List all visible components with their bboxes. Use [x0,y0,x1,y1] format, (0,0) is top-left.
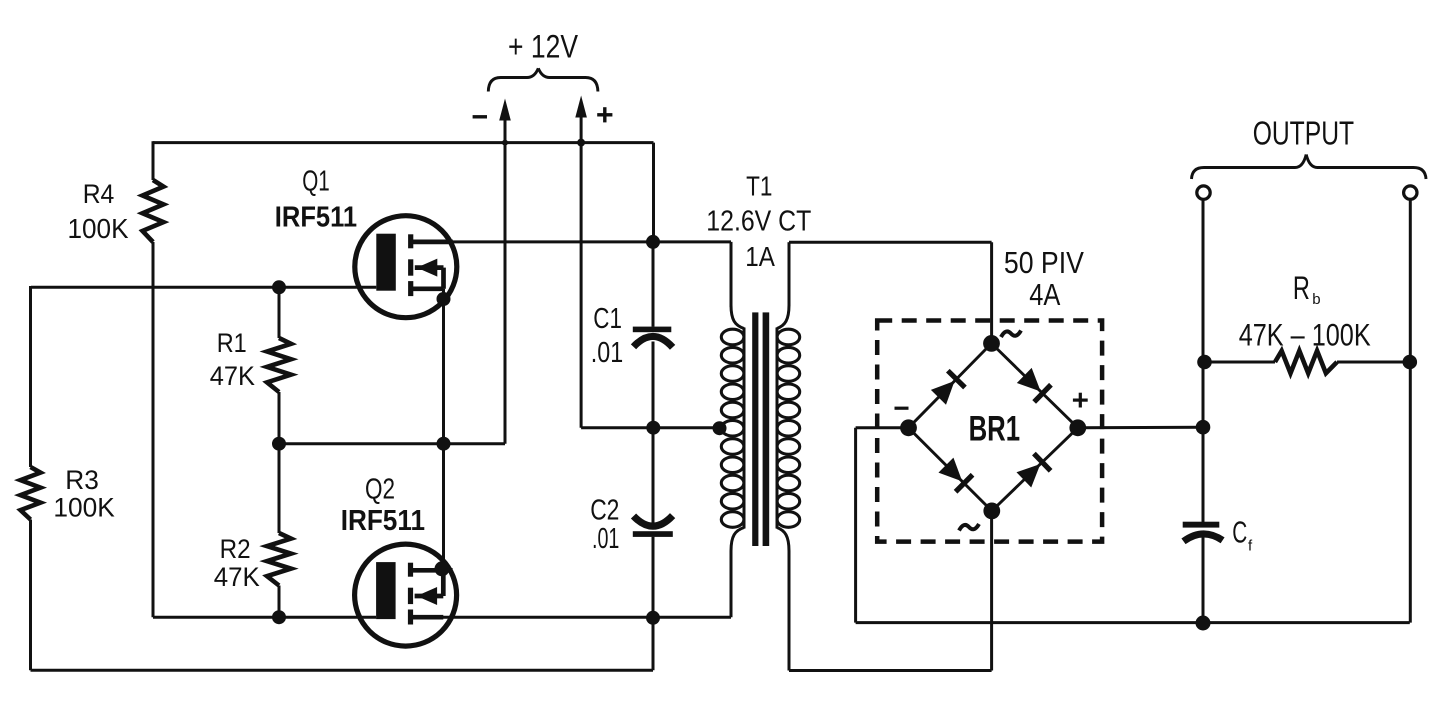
svg-text:47K – 100K: 47K – 100K [1239,317,1371,353]
svg-text:Q1: Q1 [302,166,330,198]
svg-text:47K: 47K [210,361,255,391]
svg-text:1A: 1A [745,241,775,272]
svg-text:+ 12V: + 12V [508,29,578,65]
svg-text:R1: R1 [217,328,247,358]
svg-text:f: f [1248,537,1253,554]
svg-text:100K: 100K [68,213,130,244]
svg-text:C: C [1232,515,1247,550]
svg-text:R4: R4 [83,179,115,209]
svg-text:OUTPUT: OUTPUT [1253,114,1354,151]
svg-text:47K: 47K [214,562,260,592]
svg-text:12.6V CT: 12.6V CT [706,206,811,238]
svg-text:R2: R2 [220,534,251,564]
svg-text:IRF511: IRF511 [341,505,425,537]
svg-text:b: b [1312,291,1320,308]
svg-text:R3: R3 [65,465,99,495]
svg-text:4A: 4A [1029,278,1061,312]
svg-text:IRF511: IRF511 [275,201,357,233]
svg-text:T1: T1 [746,171,772,202]
svg-text:.01: .01 [591,337,623,369]
svg-text:50 PIV: 50 PIV [1004,245,1084,280]
svg-text:Q2: Q2 [365,474,395,506]
svg-text:C1: C1 [593,303,622,335]
svg-text:100K: 100K [53,493,114,523]
svg-text:.01: .01 [592,523,619,555]
svg-text:BR1: BR1 [969,410,1021,449]
svg-text:R: R [1293,270,1310,306]
svg-text:C2: C2 [590,495,619,527]
